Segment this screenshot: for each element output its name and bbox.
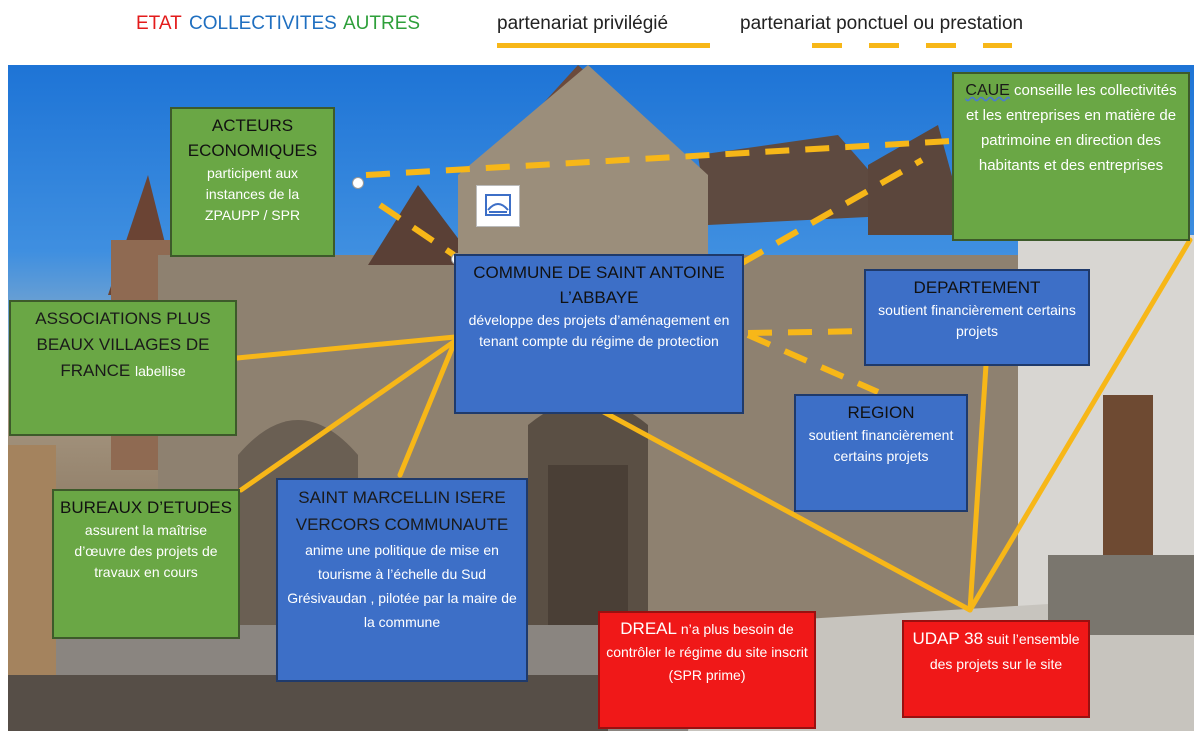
node-caue-text: conseille les collectivités et les entre… [965,82,1177,174]
node-udap-text: suit l’ensemble des projets sur le site [929,631,1080,672]
legend-collectivites: COLLECTIVITES [189,13,337,34]
node-bureaux-text: assurent la maîtrise d’œuvre des projets… [74,522,218,580]
node-associations-content: ASSOCIATIONS PLUS BEAUX VILLAGES DE FRAN… [17,306,229,384]
legend: ETAT COLLECTIVITES AUTRES partenariat pr… [0,0,1194,62]
connector-node-acteurs [352,177,364,189]
node-bureaux-head: BUREAUX D’ETUDES [60,498,232,517]
legend-occasional-label: partenariat ponctuel ou prestation [740,13,1024,34]
legend-solid-line [497,43,710,48]
legend-etat: ETAT [136,13,182,34]
node-acteurs-text: participent aux instances de la ZPAUPP /… [204,165,301,223]
node-saint-marcellin-content: SAINT MARCELLIN ISERE VERCORS COMMUNAUTE… [284,484,520,634]
legend-dashed-line [812,43,1012,48]
picture-placeholder-icon [476,185,520,227]
node-region-head: REGION [847,403,915,422]
node-udap-head: UDAP 38 [912,629,984,648]
node-departement-head: DEPARTEMENT [913,278,1041,297]
node-commune-text: développe des projets d’aménagement en t… [468,312,730,349]
node-acteurs-economiques: ACTEURS ECONOMIQUES participent aux inst… [170,107,335,257]
node-dreal-content: DREAL n’a plus besoin de contrôler le ré… [606,617,808,687]
node-departement-text: soutient financièrement certains projets [878,302,1076,339]
node-udap-content: UDAP 38 suit l’ensemble des projets sur … [910,626,1082,677]
legend-privileged-label: partenariat privilégié [497,13,669,34]
node-dreal: DREAL n’a plus besoin de contrôler le ré… [598,611,816,729]
node-udap-38: UDAP 38 suit l’ensemble des projets sur … [902,620,1090,718]
node-dreal-text: n’a plus besoin de contrôler le régime d… [606,621,808,683]
node-associations: ASSOCIATIONS PLUS BEAUX VILLAGES DE FRAN… [9,300,237,436]
node-bureaux-etudes: BUREAUX D’ETUDES assurent la maîtrise d’… [52,489,240,639]
node-associations-text: labellise [135,363,186,379]
node-caue: CAUE conseille les collectivités et les … [952,72,1190,241]
node-saint-marcellin-head: SAINT MARCELLIN ISERE VERCORS COMMUNAUTE [295,488,509,534]
legend-autres: AUTRES [343,13,421,34]
node-associations-head: ASSOCIATIONS PLUS BEAUX VILLAGES DE FRAN… [35,309,211,380]
node-saint-marcellin-text: anime une politique de mise en tourisme … [287,542,517,630]
node-caue-content: CAUE conseille les collectivités et les … [960,78,1182,178]
node-commune-saint-antoine: COMMUNE DE SAINT ANTOINE L’ABBAYE dévelo… [454,254,744,414]
node-region-text: soutient financièrement certains projets [808,427,954,464]
node-departement: DEPARTEMENT soutient financièrement cert… [864,269,1090,366]
node-saint-marcellin: SAINT MARCELLIN ISERE VERCORS COMMUNAUTE… [276,478,528,682]
node-dreal-head: DREAL [620,619,677,638]
node-commune-head: COMMUNE DE SAINT ANTOINE L’ABBAYE [473,263,725,307]
node-caue-head: CAUE [965,82,1010,99]
node-region: REGION soutient financièrement certains … [794,394,968,512]
node-acteurs-head: ACTEURS ECONOMIQUES [187,116,318,160]
